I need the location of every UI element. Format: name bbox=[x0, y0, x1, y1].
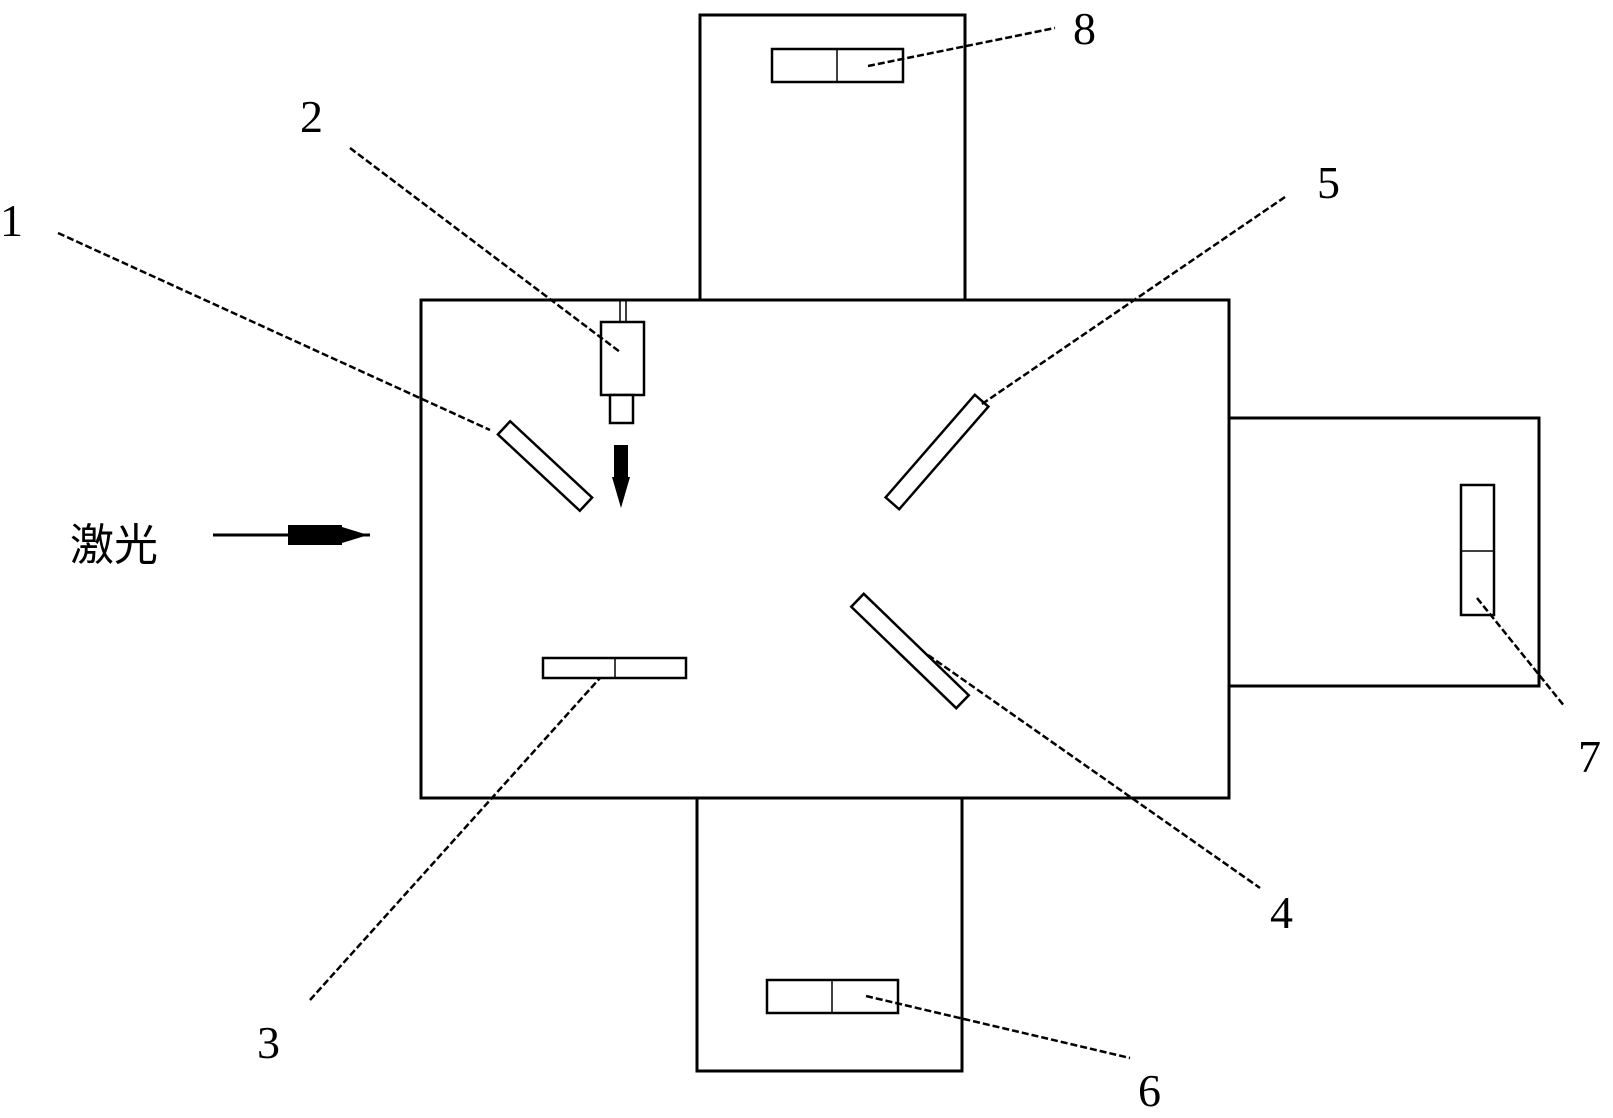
main-chamber bbox=[419, 298, 1231, 800]
label-1: 1 bbox=[0, 195, 23, 246]
leader-line-8 bbox=[867, 26, 1056, 68]
component-1-mirror bbox=[496, 419, 594, 513]
label-8: 8 bbox=[1073, 3, 1096, 54]
component-8-detector bbox=[770, 47, 905, 84]
label-2: 2 bbox=[300, 91, 323, 142]
down-arrow-icon bbox=[612, 445, 630, 508]
label-6: 6 bbox=[1138, 1065, 1161, 1116]
leader-line-4 bbox=[927, 653, 1261, 890]
component-7-detector bbox=[1459, 483, 1496, 617]
label-4: 4 bbox=[1270, 887, 1293, 938]
leader-line-3 bbox=[309, 677, 601, 1001]
leader-line-2 bbox=[349, 147, 621, 353]
component-2-nozzle bbox=[599, 300, 646, 425]
leader-line-6 bbox=[865, 994, 1131, 1060]
component-4-mirror bbox=[849, 592, 971, 710]
laser-arrow-icon bbox=[213, 525, 370, 545]
leader-line-7 bbox=[1476, 597, 1566, 708]
component-5-mirror bbox=[883, 393, 991, 511]
leader-line-5 bbox=[981, 195, 1286, 406]
label-3: 3 bbox=[257, 1017, 280, 1068]
label-5: 5 bbox=[1317, 157, 1340, 208]
laser-label: 激光 bbox=[70, 520, 158, 571]
bottom-chamber bbox=[695, 796, 964, 1073]
label-7: 7 bbox=[1578, 731, 1601, 782]
component-6-detector bbox=[765, 978, 900, 1015]
component-3-plate bbox=[541, 656, 688, 680]
leader-line-1 bbox=[57, 231, 491, 432]
